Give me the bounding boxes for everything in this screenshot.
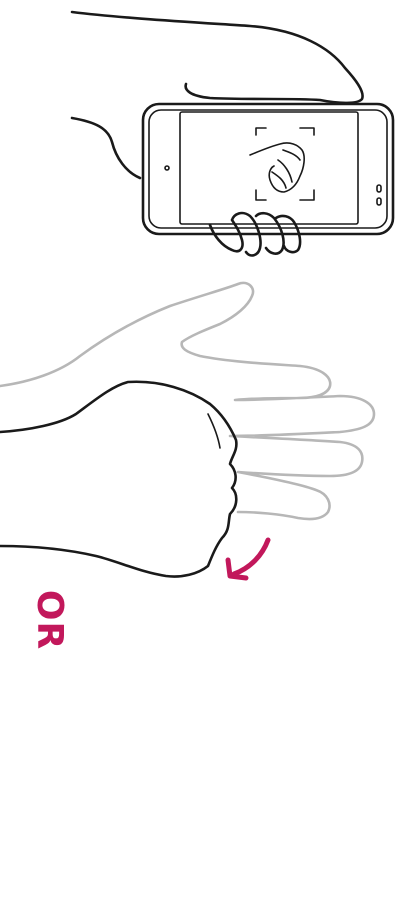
curved-arrow-icon <box>234 540 268 574</box>
holding-hand-lower-arm <box>72 118 140 178</box>
capture-frame-icon <box>250 128 314 200</box>
ghost-open-hand-1 <box>0 283 374 519</box>
or-separator-text: OR <box>31 590 67 650</box>
phone-gesture-illustration <box>72 12 393 255</box>
holding-hand-upper <box>72 12 363 103</box>
fist-hand <box>0 382 236 577</box>
phone-screen <box>180 112 358 224</box>
or-separator: OR <box>27 594 71 646</box>
